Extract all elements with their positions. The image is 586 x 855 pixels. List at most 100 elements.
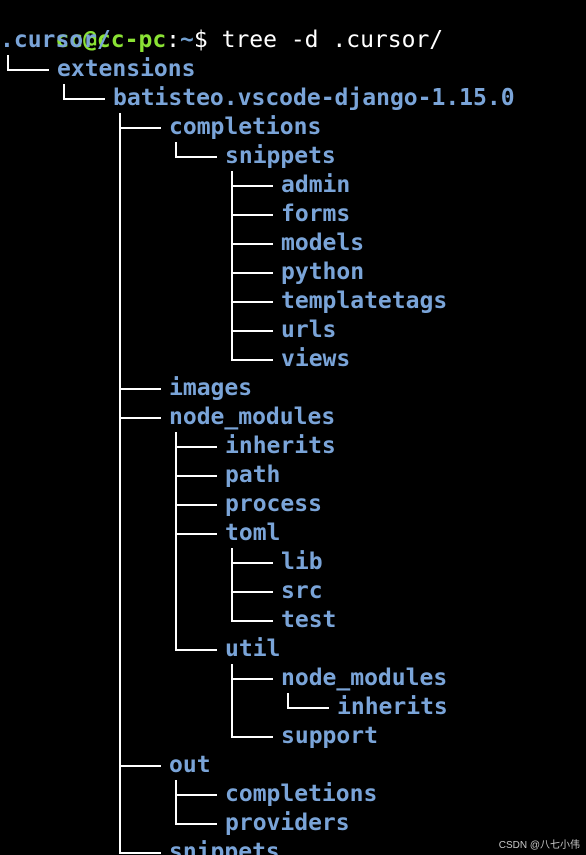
tree-branch-horizontal [231, 329, 273, 332]
tree-branch-vertical [119, 606, 121, 635]
tree-branch-vertical [119, 838, 121, 853]
command-text: tree -d .cursor/ [207, 27, 444, 53]
tree-branch-horizontal [231, 300, 273, 303]
tree-branch-vertical [7, 55, 9, 70]
tree-dir-snippets: snippets [169, 839, 280, 855]
prompt-user-host: cc@cc-pc [55, 27, 167, 53]
tree-branch-vertical [119, 316, 121, 345]
tree-dir-completions: completions [169, 114, 322, 140]
tree-branch-vertical [119, 664, 121, 693]
tree-branch-vertical [231, 345, 233, 360]
tree-branch-vertical [119, 229, 121, 258]
tree-dir-images: images [169, 375, 253, 401]
tree-branch-horizontal [231, 677, 273, 680]
tree-branch-vertical [231, 316, 233, 345]
tree-branch-vertical [175, 577, 177, 606]
tree-branch-vertical [119, 548, 121, 577]
tree-branch-horizontal [175, 445, 217, 448]
tree-dir-snippets: snippets [225, 143, 336, 169]
tree-dir-models: models [281, 230, 365, 256]
tree-dir-admin: admin [281, 172, 351, 198]
tree-branch-horizontal [231, 358, 273, 361]
tree-branch-horizontal [119, 764, 161, 767]
tree-branch-vertical [231, 229, 233, 258]
tree-dir-completions: completions [225, 781, 378, 807]
tree-branch-vertical [231, 577, 233, 606]
tree-branch-vertical [119, 432, 121, 461]
tree-branch-vertical [231, 664, 233, 693]
tree-branch-vertical [119, 519, 121, 548]
tree-branch-vertical [119, 461, 121, 490]
tree-branch-vertical [119, 635, 121, 664]
tree-branch-horizontal [119, 387, 161, 390]
tree-branch-vertical [119, 171, 121, 200]
tree-dir-providers: providers [225, 810, 350, 836]
tree-branch-vertical [175, 490, 177, 519]
tree-branch-horizontal [175, 648, 217, 651]
tree-branch-vertical [119, 490, 121, 519]
tree-branch-vertical [119, 722, 121, 751]
tree-branch-vertical [231, 258, 233, 287]
tree-dir-toml: toml [225, 520, 281, 546]
tree-dir-out: out [169, 752, 211, 778]
tree-dir-inherits: inherits [337, 694, 448, 720]
tree-branch-horizontal [119, 126, 161, 129]
tree-branch-vertical [119, 403, 121, 432]
tree-dir-batisteo-vscode-django-1-15-0: batisteo.vscode-django-1.15.0 [113, 85, 515, 111]
tree-branch-vertical [231, 548, 233, 577]
tree-branch-vertical [175, 548, 177, 577]
tree-branch-vertical [175, 809, 177, 824]
tree-branch-vertical [119, 780, 121, 809]
tree-branch-vertical [175, 635, 177, 650]
tree-dir-support: support [281, 723, 378, 749]
tree-dir-lib: lib [281, 549, 323, 575]
tree-dir-src: src [281, 578, 323, 604]
tree-branch-vertical [175, 519, 177, 548]
tree-branch-vertical [119, 200, 121, 229]
tree-branch-vertical [119, 693, 121, 722]
tree-root: .cursor/ [0, 27, 111, 53]
tree-branch-vertical [119, 577, 121, 606]
prompt-line: cc@cc-pc:~$ tree -d .cursor/ [0, 0, 443, 53]
prompt-path: ~ [180, 27, 194, 53]
tree-branch-vertical [175, 780, 177, 809]
tree-branch-vertical [175, 142, 177, 157]
tree-branch-vertical [119, 374, 121, 403]
tree-branch-vertical [119, 345, 121, 374]
tree-branch-horizontal [175, 793, 217, 796]
tree-branch-horizontal [175, 532, 217, 535]
tree-branch-vertical [231, 171, 233, 200]
tree-branch-horizontal [231, 184, 273, 187]
tree-dir-node-modules: node_modules [169, 404, 336, 430]
tree-branch-horizontal [175, 503, 217, 506]
tree-branch-horizontal [231, 213, 273, 216]
tree-branch-horizontal [175, 822, 217, 825]
tree-dir-process: process [225, 491, 322, 517]
tree-dir-views: views [281, 346, 351, 372]
tree-branch-vertical [119, 287, 121, 316]
tree-dir-templatetags: templatetags [281, 288, 448, 314]
tree-dir-urls: urls [281, 317, 337, 343]
tree-branch-horizontal [7, 68, 49, 71]
tree-dir-test: test [281, 607, 337, 633]
tree-branch-vertical [175, 606, 177, 635]
tree-branch-vertical [231, 200, 233, 229]
tree-branch-vertical [63, 84, 65, 99]
tree-branch-horizontal [119, 416, 161, 419]
tree-branch-vertical [231, 287, 233, 316]
tree-dir-extensions: extensions [57, 56, 196, 82]
tree-dir-forms: forms [281, 201, 351, 227]
tree-branch-horizontal [231, 271, 273, 274]
tree-branch-horizontal [287, 706, 329, 709]
tree-dir-path: path [225, 462, 281, 488]
tree-dir-python: python [281, 259, 365, 285]
tree-branch-horizontal [231, 242, 273, 245]
tree-branch-horizontal [63, 97, 105, 100]
tree-branch-horizontal [231, 590, 273, 593]
tree-branch-vertical [175, 461, 177, 490]
tree-branch-horizontal [231, 619, 273, 622]
prompt-symbol: $ [193, 27, 208, 53]
tree-branch-vertical [119, 751, 121, 780]
tree-branch-vertical [119, 142, 121, 171]
